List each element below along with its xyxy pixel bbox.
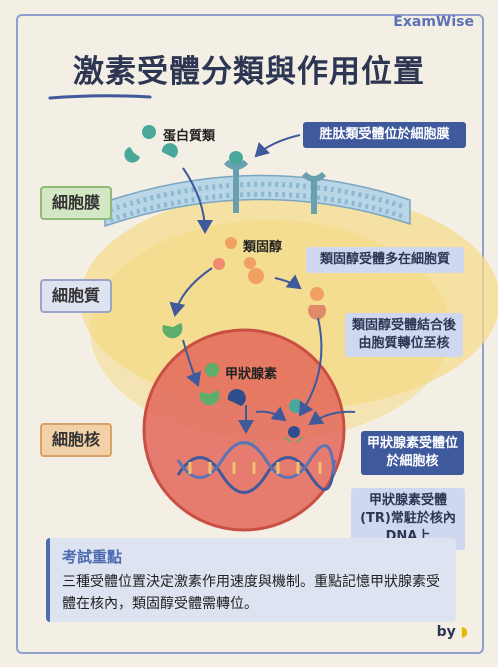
nuclear-receptor-icon — [284, 436, 304, 443]
banana-icon: ◗ — [460, 624, 468, 640]
region-label-cytoplasm: 細胞質 — [40, 279, 113, 313]
membrane-receptor-2 — [301, 171, 327, 214]
region-label-nucleus: 細胞核 — [40, 423, 113, 457]
cytoplasm-receptor-icon — [162, 323, 183, 339]
thyroid-hormone-icon — [205, 363, 219, 377]
callout-steroid-receptor: 類固醇受體多在細胞質 — [306, 247, 464, 273]
pathway-arrows — [169, 134, 356, 434]
exam-text: 三種受體位置決定激素作用速度與機制。重點記憶甲狀腺素受體在核內，類固醇受體需轉位… — [62, 574, 440, 612]
page-title: 激素受體分類與作用位置 — [73, 54, 425, 90]
thyroid-hormone-icon — [289, 399, 303, 413]
label-steroid: 類固醇 — [243, 240, 283, 255]
exam-key-points: 考試重點 三種受體位置決定激素作用速度與機制。重點記憶甲狀腺素受體在核內，類固醇… — [46, 538, 456, 622]
exam-heading: 考試重點 — [62, 548, 123, 566]
dna-helix — [176, 441, 336, 494]
callout-steroid-translocation: 類固醇受體結合後由胞質轉位至核 — [345, 313, 463, 357]
callout-peptide-receptor: 胜肽類受體位於細胞膜 — [303, 122, 466, 148]
protein-hormone-icon — [142, 125, 156, 139]
region-label-membrane: 細胞膜 — [40, 186, 113, 220]
thyroid-receptor-icon — [199, 390, 220, 406]
brand-logo: ExamWise — [393, 14, 474, 30]
label-thyroid: 甲狀腺素 — [225, 367, 278, 382]
exam-accent-bar — [46, 538, 50, 622]
thyroid-hormone-icon — [227, 389, 246, 406]
label-protein: 蛋白質類 — [163, 129, 216, 144]
steroid-molecule-icon — [310, 287, 324, 301]
callout-thyroid-receptor: 甲狀腺素受體位於細胞核 — [361, 431, 464, 475]
protein-hormone-icon — [161, 143, 178, 158]
steroid-molecule-icon — [225, 237, 237, 249]
title-underline — [48, 94, 152, 100]
protein-hormone-icon — [124, 147, 140, 163]
membrane-receptor-1 — [223, 151, 249, 213]
steroid-molecule-icon — [244, 257, 256, 269]
credit-text: by — [436, 624, 456, 640]
credit: by ◗ — [437, 624, 468, 640]
steroid-molecule-icon — [248, 268, 264, 284]
steroid-molecule-icon — [213, 258, 225, 270]
